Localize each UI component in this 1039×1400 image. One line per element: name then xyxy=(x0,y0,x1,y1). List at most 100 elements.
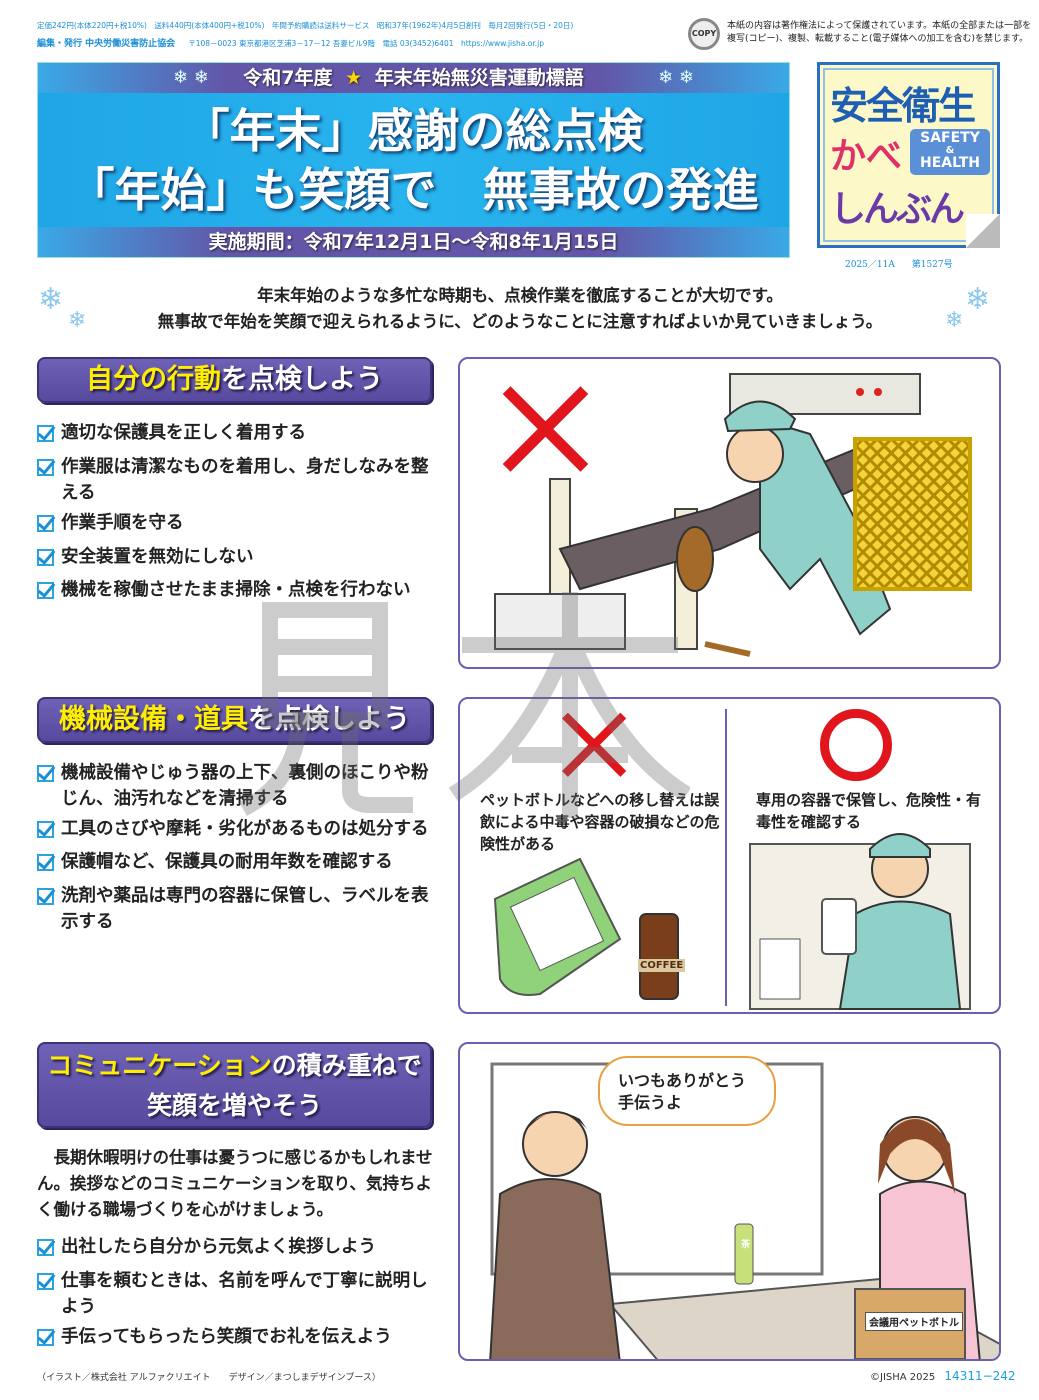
panel-divider xyxy=(725,709,727,1006)
section-title-highlight: コミュニケーション xyxy=(47,1051,272,1080)
slogan-banner: 令和7年度 ★ 年末年始無災害運動標語 ❄ ❄ ❄ ❄ 「年末」感謝の総点検 「… xyxy=(37,62,790,258)
copyright-notice-line: 複写(コピー)、複製、転載すること(電子媒体への加工を含む)を禁じます。 xyxy=(727,34,1029,44)
illustration-panel-machine xyxy=(458,357,1001,669)
section-header-equipment: 機械設備・道具を点検しよう xyxy=(37,697,432,743)
issue-info: 2025／11A 第1527号 xyxy=(845,257,953,270)
checkbox-checked-icon xyxy=(37,1273,54,1290)
copyright-notice-line: 本紙の内容は著作権法によって保護されています。本紙の全部または一部を xyxy=(727,21,1032,31)
item-text: 機械を稼働させたまま掃除・点検を行わない xyxy=(61,580,411,600)
checklist-item: 適切な保護具を正しく着用する xyxy=(37,420,437,446)
checkbox-checked-icon xyxy=(37,821,54,838)
checklist-item: 安全装置を無効にしない xyxy=(37,544,437,570)
logo-kabe: かべ xyxy=(830,136,903,177)
campaign-name: 年末年始無災害運動標語 xyxy=(374,67,584,89)
checklist-item: 洗剤や薬品は専門の容器に保管し、ラベルを表示する xyxy=(37,883,437,935)
credits: （イラスト／株式会社 アルファクリエイト デザイン／まつしまデザインブース） xyxy=(37,1373,381,1383)
item-text: 手伝ってもらったら笑顔でお礼を伝えよう xyxy=(61,1327,392,1347)
no-copy-icon: COPY xyxy=(688,18,720,50)
item-text: 出社したら自分から元気よく挨拶しよう xyxy=(61,1237,376,1257)
snowflake-icon: ❄ ❄ xyxy=(173,67,209,88)
issue-number: 第1527号 xyxy=(911,260,953,270)
containers-illustration xyxy=(493,833,971,1010)
snowflake-icon: ❄ xyxy=(38,282,64,317)
banner-top-strip: 令和7年度 ★ 年末年始無災害運動標語 xyxy=(38,63,789,93)
checkbox-checked-icon xyxy=(37,425,54,442)
checklist-item: 工具のさびや摩耗・劣化があるものは処分する xyxy=(37,816,437,842)
checklist-item: 機械を稼働させたまま掃除・点検を行わない xyxy=(37,577,447,603)
checkbox-checked-icon xyxy=(37,549,54,566)
checklist-item: 保護帽など、保護具の耐用年数を確認する xyxy=(37,849,437,875)
logo-health: HEALTH xyxy=(920,155,980,171)
jisha-copyright: ©JISHA 2025 xyxy=(870,1372,936,1383)
checkbox-checked-icon xyxy=(37,1239,54,1256)
snowflake-icon: ❄ xyxy=(68,308,87,333)
item-text: 保護帽など、保護具の耐用年数を確認する xyxy=(61,852,393,872)
item-text: 洗剤や薬品は専門の容器に保管し、ラベルを表示する xyxy=(61,886,429,932)
illustration-panel-meeting: いつもありがとう手伝うよ 茶 会議用ペットボトル xyxy=(458,1042,1001,1361)
kabe-shinbun-logo: 安全衛生 かべ SAFETY & HEALTH しんぶん xyxy=(817,62,1000,248)
ng-caption: ペットボトルなどへの移し替えは誤飲による中毒や容器の破損などの危険性がある xyxy=(480,791,720,853)
snowflake-icon: ❄ ❄ xyxy=(658,67,694,88)
logo-title: 安全衛生 xyxy=(830,84,976,128)
checkbox-checked-icon xyxy=(37,459,54,476)
item-text: 適切な保護具を正しく着用する xyxy=(61,423,306,443)
fiscal-year: 令和7年度 xyxy=(243,67,333,89)
section-title-highlight: 機械設備・道具 xyxy=(59,704,248,735)
copyright-notice: 本紙の内容は著作権法によって保護されています。本紙の全部または一部を 複写(コピ… xyxy=(727,20,1031,46)
meeting-illustration xyxy=(489,1062,999,1359)
checkbox-checked-icon xyxy=(37,582,54,599)
logo-shinbun: しんぶん xyxy=(830,189,965,230)
box-label: 会議用ペットボトル xyxy=(865,1312,963,1331)
item-text: 安全装置を無効にしない xyxy=(61,547,254,567)
product-code: 14311−242 xyxy=(944,1369,1016,1383)
copy-badge-text: COPY xyxy=(691,29,717,38)
address: 〒108－0023 東京都港区芝浦3－17－12 吾妻ビル9階 電話 03(34… xyxy=(188,39,544,48)
checkbox-checked-icon xyxy=(37,515,54,532)
item-text: 作業手順を守る xyxy=(61,513,184,533)
slogan-line-1: 「年末」感謝の総点検 xyxy=(183,104,644,158)
publisher: 編集・発行 中央労働災害防止協会 xyxy=(37,39,176,49)
conveyor-worker-illustration xyxy=(494,373,972,657)
checkbox-checked-icon xyxy=(37,765,54,782)
section-paragraph: 長期休暇明けの仕事は憂うつに感じるかもしれません。挨拶などのコミュニケーションを… xyxy=(37,1148,433,1219)
coffee-label: COFFEE xyxy=(638,959,686,972)
ok-circle-mark-icon xyxy=(820,709,892,781)
checklist-item: 出社したら自分から元気よく挨拶しよう xyxy=(37,1234,437,1260)
footer-right: ©JISHA 2025 14311−242 xyxy=(870,1369,1016,1383)
slogan-line-2: 「年始」も笑顔で 無事故の発進 xyxy=(68,163,759,217)
section-header-behavior: 自分の行動を点検しよう xyxy=(37,357,432,403)
checkbox-checked-icon xyxy=(37,1329,54,1346)
item-text: 作業服は清潔なものを着用し、身だしなみを整える xyxy=(61,457,429,503)
checklist-item: 機械設備やじゅう器の上下、裏側のほこりや粉じん、油汚れなどを清掃する xyxy=(37,760,437,812)
price-line: 定価242円(本体220円+税10%) 送料440円(本体400円+税10%) … xyxy=(37,21,574,30)
section-title-rest: を点検しよう xyxy=(248,704,410,735)
checklist-item: 手伝ってもらったら笑顔でお礼を伝えよう xyxy=(37,1324,437,1350)
safety-health-badge: SAFETY & HEALTH xyxy=(910,129,990,175)
intro-text: 年末年始のような多忙な時期も、点検作業を徹底することが大切です。 無事故で年始を… xyxy=(90,283,950,335)
section-title-highlight: 自分の行動 xyxy=(86,364,221,395)
item-text: 仕事を頼むときは、名前を呼んで丁寧に説明しよう xyxy=(61,1271,428,1317)
logo-safety: SAFETY xyxy=(920,130,980,146)
intro-line: 年末年始のような多忙な時期も、点検作業を徹底することが大切です。 xyxy=(257,286,783,305)
intro-line: 無事故で年始を笑顔で迎えられるように、どのようなことに注意すればよいか見ていきま… xyxy=(157,312,883,331)
section-title-line2: 笑顔を増やそう xyxy=(146,1091,322,1120)
illustration-panel-containers: ペットボトルなどへの移し替えは誤飲による中毒や容器の破損などの危険性がある 専用… xyxy=(458,697,1001,1014)
snowflake-icon: ❄ xyxy=(965,282,991,317)
period: 実施期間：令和7年12月1日～令和8年1月15日 xyxy=(38,227,789,257)
checkbox-checked-icon xyxy=(37,854,54,871)
star-icon: ★ xyxy=(345,67,363,89)
speech-bubble: いつもありがとう手伝うよ xyxy=(598,1056,776,1126)
issue-date: 2025／11A xyxy=(845,260,895,270)
item-text: 機械設備やじゅう器の上下、裏側のほこりや粉じん、油汚れなどを清掃する xyxy=(61,763,429,809)
snowflake-icon: ❄ xyxy=(945,308,964,333)
section-title-rest: を点検しよう xyxy=(221,364,383,395)
checklist-item: 作業手順を守る xyxy=(37,510,437,536)
section-header-communication: コミュニケーションの積み重ねで 笑顔を増やそう xyxy=(37,1042,432,1128)
bottle-label: 茶 xyxy=(739,1239,749,1248)
checkbox-checked-icon xyxy=(37,888,54,905)
ok-caption: 専用の容器で保管し、危険性・有毒性を確認する xyxy=(756,791,982,831)
item-text: 工具のさびや摩耗・劣化があるものは処分する xyxy=(61,819,429,839)
checklist-item: 仕事を頼むときは、名前を呼んで丁寧に説明しよう xyxy=(37,1268,437,1320)
publisher-line: 編集・発行 中央労働災害防止協会 〒108－0023 東京都港区芝浦3－17－1… xyxy=(37,31,544,50)
section-title-rest: の積み重ねで xyxy=(271,1051,422,1080)
